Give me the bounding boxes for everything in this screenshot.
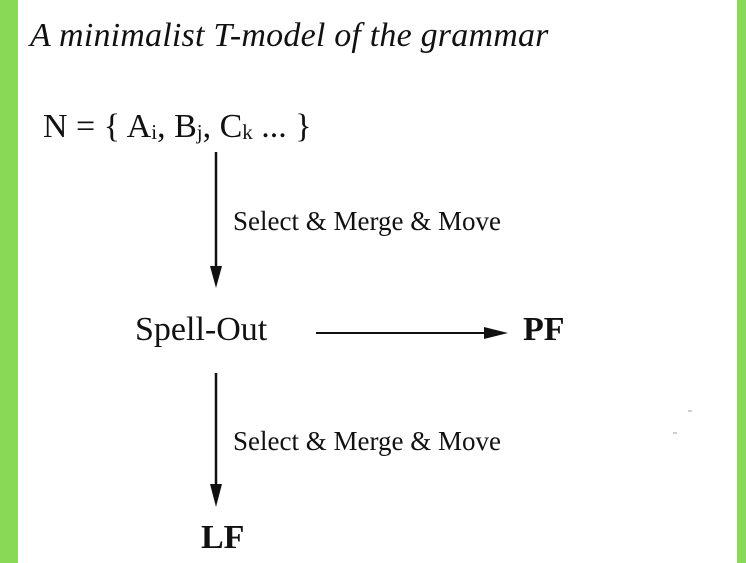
diagram-title: A minimalist T-model of the grammar xyxy=(30,17,549,54)
arrow-right-pf xyxy=(316,327,508,339)
numeration-set: N = { Ai, Bj, Ck ... } xyxy=(43,110,312,144)
scan-speck xyxy=(673,432,677,434)
numeration-prefix: N = { A xyxy=(43,108,152,145)
lf-node: LF xyxy=(201,519,245,556)
step-label-bottom: Select & Merge & Move xyxy=(233,426,501,456)
subscript-i: i xyxy=(151,120,158,144)
numeration-c: , C xyxy=(202,108,243,145)
numeration-b: , B xyxy=(157,108,197,145)
arrow-down-1 xyxy=(210,152,222,288)
pf-node: PF xyxy=(523,311,565,348)
arrow-down-2 xyxy=(210,373,222,507)
step-label-top: Select & Merge & Move xyxy=(233,206,501,236)
subscript-j: j xyxy=(196,120,203,144)
scan-speck xyxy=(688,410,692,412)
subscript-k: k xyxy=(242,120,253,144)
numeration-suffix: ... } xyxy=(252,108,312,145)
arrows-layer xyxy=(210,152,508,507)
diagram-canvas: A minimalist T-model of the grammar N = … xyxy=(18,0,737,563)
spell-out-node: Spell-Out xyxy=(135,311,268,348)
